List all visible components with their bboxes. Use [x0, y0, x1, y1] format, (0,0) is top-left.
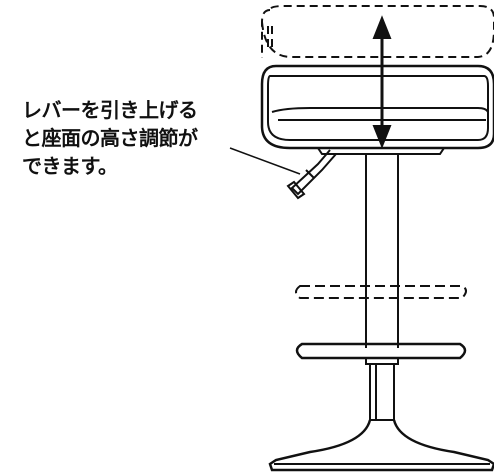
gas-lift-column: [365, 154, 399, 348]
instruction-line-3: できます。: [22, 154, 118, 178]
callout-pointer-line: [229, 147, 301, 175]
lever-instruction-text: レバーを引き上げる と座面の高さ調節が できます。: [22, 96, 232, 180]
instruction-line-2: と座面の高さ調節が: [22, 126, 198, 150]
raised-footrest-outline: [295, 285, 467, 299]
pedestal-base: [268, 419, 494, 472]
footrest-ring: [295, 342, 467, 360]
column-collar: [365, 357, 399, 421]
raised-seat-outline: [261, 5, 494, 58]
instruction-line-1: レバーを引き上げる: [22, 98, 198, 122]
seat-base-plate: [316, 147, 446, 155]
height-adjustment-arrow: [372, 15, 392, 149]
gas-lift-lever: [286, 149, 337, 200]
